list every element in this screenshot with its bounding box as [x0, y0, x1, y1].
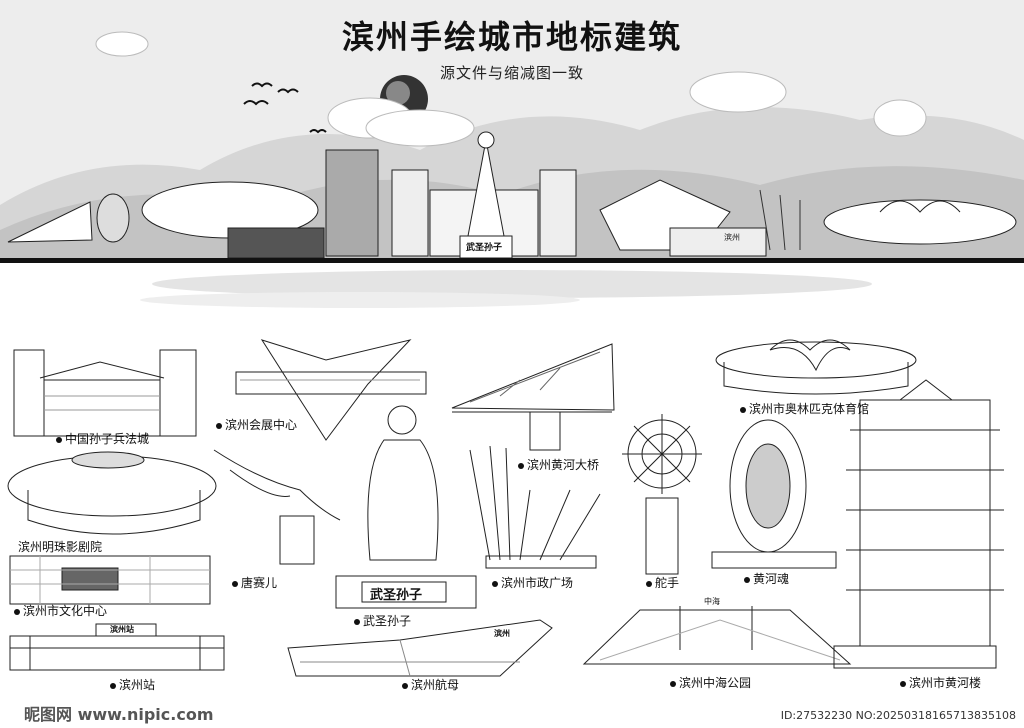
- landmark-label: 黄河魂: [744, 570, 789, 587]
- landmark-label: 武圣孙子: [354, 612, 411, 629]
- drawing-expo-center: [235, 339, 427, 441]
- skyline-stadium: [823, 199, 1017, 245]
- watermark-logo: 昵图网 www.nipic.com: [24, 705, 214, 724]
- drawing-sunzi-statue: [335, 405, 477, 609]
- drawing-yellow-river-bridge: [451, 343, 615, 451]
- skyline-station: [669, 227, 767, 257]
- skyline-gate-left: [391, 169, 429, 257]
- carrier-sign-text: 滨州: [494, 629, 510, 638]
- clouds: [95, 31, 927, 147]
- drawing-yellow-river-tower: [833, 379, 1004, 669]
- poster-title: 滨州手绘城市地标建筑: [341, 18, 682, 56]
- skyline: [7, 131, 1017, 259]
- landmark-label: 滨州黄河大桥: [518, 456, 599, 473]
- drawing-zhonghai-park: [582, 606, 852, 665]
- skyline-yellow-river-soul: [96, 193, 130, 243]
- landmark-label: 滨州市政广场: [492, 574, 573, 591]
- landmark-label: 滨州航母: [402, 676, 459, 693]
- landmark-label: 舵手: [646, 574, 679, 591]
- drawing-stadium: [715, 339, 917, 395]
- landmark-label: 滨州市黄河楼: [900, 674, 981, 691]
- skyline-bridge: [7, 201, 93, 243]
- drawing-carrier: [287, 619, 553, 677]
- landmark-label: 滨州市奥林匹克体育馆: [740, 400, 869, 417]
- landmark-label: 滨州中海公园: [670, 674, 751, 691]
- poster-subtitle: 源文件与缩减图一致: [439, 64, 584, 82]
- station-sign-text: 滨州站: [110, 625, 134, 634]
- drawing-plaza: [469, 445, 601, 569]
- park-gate-text: 中海: [704, 597, 720, 606]
- watermark-bar: 昵图网 www.nipic.com ID:27532230 NO:2025031…: [0, 704, 1024, 728]
- water-reflection: [140, 270, 872, 308]
- skyline-statue-plaque: 武圣孙子: [466, 243, 503, 253]
- drawing-yellow-river-soul: [711, 419, 837, 569]
- drawing-pearl-theater: [7, 451, 217, 535]
- landmark-label: 滨州明珠影剧院: [18, 540, 103, 554]
- landmark-label: 中国孙子兵法城: [56, 430, 149, 447]
- statue-plaque-text: 武圣孙子: [370, 588, 423, 603]
- landmark-label: 滨州站: [110, 676, 155, 693]
- watermark-id: ID:27532230 NO:20250318165713835108: [780, 709, 1016, 722]
- landmark-label: 唐赛儿: [232, 574, 277, 591]
- skyline-plaza: [759, 189, 801, 251]
- ground-line: [0, 258, 1024, 263]
- drawing-station: [9, 623, 225, 671]
- birds: [243, 82, 327, 134]
- drawing-culture-center: [9, 555, 211, 605]
- skyline-station-sign: 滨州: [724, 233, 740, 242]
- drawing-tang-saier: [213, 449, 341, 565]
- skyline-tower: [325, 149, 379, 257]
- drawing-sunzi-city: [13, 349, 197, 437]
- skyline-gate-right: [539, 169, 577, 257]
- drawing-helmsman: [622, 414, 702, 575]
- landmark-label: 滨州市文化中心: [14, 602, 107, 619]
- skyline-culture-center: [227, 227, 325, 259]
- landmark-label: 滨州会展中心: [216, 416, 297, 433]
